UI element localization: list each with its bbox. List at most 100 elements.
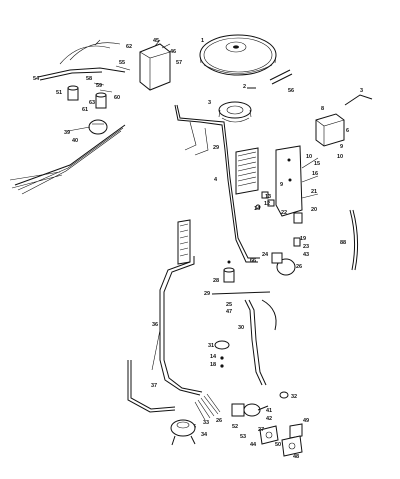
ignition-switch (231, 403, 269, 417)
warning-horn (170, 419, 196, 446)
coil-51 (67, 85, 79, 101)
callout-44: 44 (250, 442, 257, 448)
callout-41: 41 (266, 408, 272, 414)
callout-46: 46 (170, 49, 176, 55)
callout-9: 9 (340, 144, 343, 150)
harness-left-1 (14, 124, 126, 186)
remote-harness-left-b (163, 256, 203, 393)
lead-wire-54 (37, 67, 126, 78)
callout-37: 37 (151, 383, 157, 389)
callout-40: 40 (72, 138, 78, 144)
relay-cluster (271, 237, 301, 276)
clip-32 (279, 391, 289, 399)
callout-36: 36 (152, 322, 158, 328)
callout-59: 59 (96, 83, 102, 89)
callout-14-a: 14 (254, 206, 261, 212)
main-harness-b (176, 104, 260, 259)
callout-22: 22 (281, 210, 287, 216)
callout-60: 60 (114, 95, 120, 101)
callout-88: 88 (340, 240, 346, 246)
callout-8: 8 (321, 106, 324, 112)
terminal-block-upper (235, 147, 259, 195)
harness-left-wires (9, 127, 124, 195)
callout-2: 2 (243, 84, 246, 90)
callout-30: 30 (238, 325, 244, 331)
callout-14-b: 14 (210, 354, 217, 360)
callout-12: 12 (264, 201, 270, 207)
callout-28: 28 (213, 278, 219, 284)
wire-37 (127, 360, 176, 413)
callout-4: 4 (214, 177, 218, 183)
rod-29 (211, 291, 271, 295)
callout-34: 34 (201, 432, 208, 438)
callout-6: 6 (346, 128, 349, 134)
callout-42: 42 (266, 416, 272, 422)
rectifier-pack (315, 113, 345, 147)
callout-3-b: 3 (360, 88, 363, 94)
lead-3 (344, 94, 373, 106)
cable-88-b (352, 209, 359, 271)
callout-32: 32 (291, 394, 297, 400)
switch-box (139, 39, 171, 91)
lead-wires-top (59, 39, 121, 65)
callout-39: 39 (64, 130, 70, 136)
callout-61: 61 (82, 107, 88, 113)
remote-harness-left (159, 256, 201, 396)
callout-16: 16 (312, 171, 318, 177)
callout-18: 18 (210, 362, 216, 368)
callout-29-b: 29 (204, 291, 210, 297)
leader-lines (67, 65, 131, 132)
flywheel (199, 34, 277, 76)
key-switch-plate (259, 425, 279, 445)
callout-15: 15 (314, 161, 320, 167)
terminal-block-lower (177, 219, 191, 265)
solenoid-left (88, 119, 108, 135)
mounting-bracket (275, 145, 303, 217)
main-harness (174, 104, 258, 263)
callout-50: 50 (275, 442, 281, 448)
callout-63: 63 (89, 100, 95, 106)
callout-33: 33 (203, 420, 209, 426)
cable-30-upper (261, 299, 277, 331)
callout-13: 13 (265, 194, 271, 200)
lead-wire-54b (39, 71, 103, 81)
screw-14 (220, 356, 224, 360)
callout-1: 1 (201, 38, 204, 44)
callout-58: 58 (86, 76, 92, 82)
callout-10-b: 10 (306, 154, 312, 160)
callout-29-a: 29 (213, 145, 219, 151)
harness-branch-29 (184, 121, 209, 156)
callout-45: 45 (153, 38, 159, 44)
remote-harness-right (244, 299, 263, 386)
callout-66: 66 (250, 258, 256, 264)
callout-20: 20 (311, 207, 317, 213)
stator (218, 101, 252, 123)
choke-plate (281, 423, 303, 457)
callout-57: 57 (176, 60, 182, 66)
cable-88 (349, 209, 356, 271)
coil-60 (95, 92, 107, 109)
callout-24: 24 (262, 252, 269, 258)
callout-27: 27 (258, 427, 264, 433)
callout-55: 55 (119, 60, 125, 66)
callout-31: 31 (208, 343, 214, 349)
callout-52: 52 (232, 424, 238, 430)
callout-51: 51 (56, 90, 62, 96)
clip-31 (214, 340, 230, 350)
callout-43: 43 (303, 252, 309, 258)
callout-26-b: 26 (216, 418, 222, 424)
small-parts-cluster (255, 191, 303, 224)
wire-37-b (130, 360, 176, 410)
callout-49: 49 (303, 418, 309, 424)
connector-fan (194, 393, 221, 421)
leader-36 (151, 329, 161, 371)
callout-26-a: 26 (296, 264, 302, 270)
callout-25: 25 (226, 302, 232, 308)
callout-3: 3 (208, 100, 211, 106)
callout-47: 47 (226, 309, 232, 315)
callout-19-a: 19 (300, 236, 306, 242)
callout-56: 56 (288, 88, 294, 94)
callout-21: 21 (311, 189, 317, 195)
callout-10-a: 10 (337, 154, 343, 160)
